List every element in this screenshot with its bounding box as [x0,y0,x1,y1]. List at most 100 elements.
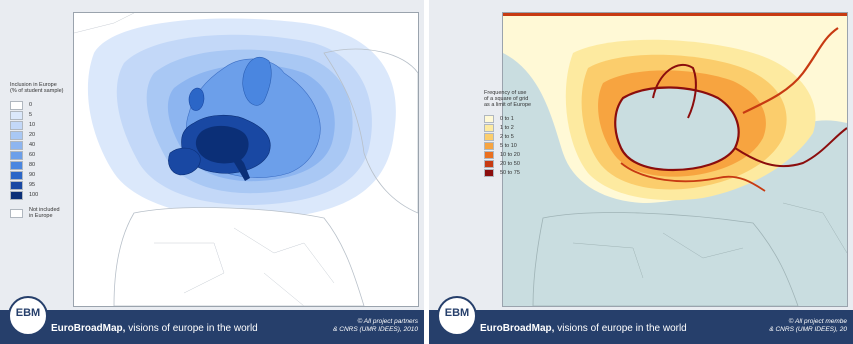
legend-row: 50 to 75 [484,168,531,177]
frequency-map-graphic [503,13,847,306]
map-africa [532,212,799,306]
legend-label-line: in Europe [29,213,53,219]
legend-label: 60 [29,152,36,158]
right-map-panel: Frequency of use of a square of grid as … [429,0,853,344]
map-iberia [168,147,201,176]
legend-swatch [484,123,494,132]
legend-label: 10 [29,122,36,128]
map-italy [232,153,250,181]
legend-swatch [484,159,494,168]
legend-row: 5 to 10 [484,141,531,150]
legend-swatch [484,168,494,177]
footer-title-bold: EuroBroadMap, [51,323,126,334]
legend-label: 40 [29,142,36,148]
legend-row: 1 to 2 [484,123,531,132]
legend-label: 5 to 10 [500,142,517,149]
legend-label: 95 [29,182,36,188]
credit-line: © All project membe [788,318,847,325]
legend-label: 5 [29,112,33,118]
logo-text: EBM [15,307,41,319]
map-asia-outline [323,48,418,214]
left-map-panel: Inclusion in Europe (% of student sample… [0,0,424,344]
footer-credit: © All project membe & CNRS (UMR IDEES), … [769,318,847,334]
legend-label: 100 [29,192,39,198]
legend-swatch [10,170,23,180]
legend-row: 100 [10,190,64,200]
footer-title: EuroBroadMap, visions of europe in the w… [480,323,687,334]
logo-text: EBM [444,307,470,319]
legend-row: 80 [10,160,64,170]
legend-swatch [10,150,23,160]
legend-label-line: Not included [29,207,60,213]
footer-bar: EBM EuroBroadMap, visions of europe in t… [429,296,853,344]
legend-swatch [484,150,494,159]
legend-swatch [10,190,23,200]
legend-row: 5 [10,110,64,120]
legend-swatch [10,160,23,170]
credit-line: & CNRS (UMR IDEES), 2010 [333,326,418,333]
legend-title-line: Frequency of use [484,90,527,96]
footer-credit: © All project partners & CNRS (UMR IDEES… [333,318,418,334]
legend-swatch [10,130,23,140]
legend-label: 0 [29,102,33,108]
legend-swatch [10,140,23,150]
map-scandinavia-limit [652,63,697,119]
legend-label: 10 to 20 [500,151,520,158]
legend-swatch [10,100,23,110]
legend-title: Frequency of use of a square of grid as … [484,90,531,108]
legend-label: 50 to 75 [500,169,520,176]
legend-swatch [484,132,494,141]
legend-label: 90 [29,172,36,178]
legend-swatch [484,114,494,123]
legend-label: 80 [29,162,36,168]
inclusion-map-graphic [74,13,418,306]
map-africa-outline [113,207,365,306]
legend-row: 60 [10,150,64,160]
legend-row: 95 [10,180,64,190]
map-scandinavia [242,57,272,106]
map-top-edge [503,13,847,16]
map-borders [74,13,335,306]
map-europe-inner [614,86,740,172]
inclusion-legend: Inclusion in Europe (% of student sample… [10,82,64,220]
legend-row: 20 to 50 [484,159,531,168]
legend-title-line: as a limit of Europe [484,102,532,108]
ebm-logo: EBM [437,296,477,336]
legend-swatch [10,208,23,218]
legend-rows: 0 5 10 20 40 60 80 90 95 100 [10,100,64,200]
footer-title: EuroBroadMap, visions of europe in the w… [51,323,258,334]
legend-row: 0 to 1 [484,114,531,123]
legend-row-not-included: Not included in Europe [10,206,64,220]
legend-row: 10 [10,120,64,130]
left-map [73,12,419,307]
legend-rows: 0 to 1 1 to 2 2 to 5 5 to 10 10 to 20 20 to 5… [484,114,531,177]
map-caucasus-limit [734,127,847,168]
legend-label: 1 to 2 [500,124,514,131]
footer-title-bold: EuroBroadMap, [480,323,555,334]
legend-label: 0 to 1 [500,115,514,122]
map-borders-right [572,202,847,279]
legend-title-line: Inclusion in Europe [10,82,57,88]
legend-row: 0 [10,100,64,110]
legend-title-line: of a square of grid [484,96,529,102]
legend-swatch [10,120,23,130]
footer-title-rest: visions of europe in the world [554,323,687,334]
map-east-limit [742,27,839,114]
legend-label: 20 to 50 [500,160,520,167]
map-uk [188,87,205,111]
footer-title-rest: visions of europe in the world [125,323,258,334]
legend-row: 40 [10,140,64,150]
credit-line: & CNRS (UMR IDEES), 20 [769,326,847,333]
ebm-logo: EBM [8,296,48,336]
frequency-legend: Frequency of use of a square of grid as … [484,90,531,177]
map-med-limit [620,162,766,192]
credit-line: © All project partners [357,318,418,325]
legend-title-line: (% of student sample) [10,88,64,94]
legend-label: 2 to 5 [500,133,514,140]
legend-swatch [10,110,23,120]
legend-title: Inclusion in Europe (% of student sample… [10,82,64,94]
legend-row: 10 to 20 [484,150,531,159]
legend-swatch [10,180,23,190]
legend-row: 20 [10,130,64,140]
legend-label: 20 [29,132,36,138]
